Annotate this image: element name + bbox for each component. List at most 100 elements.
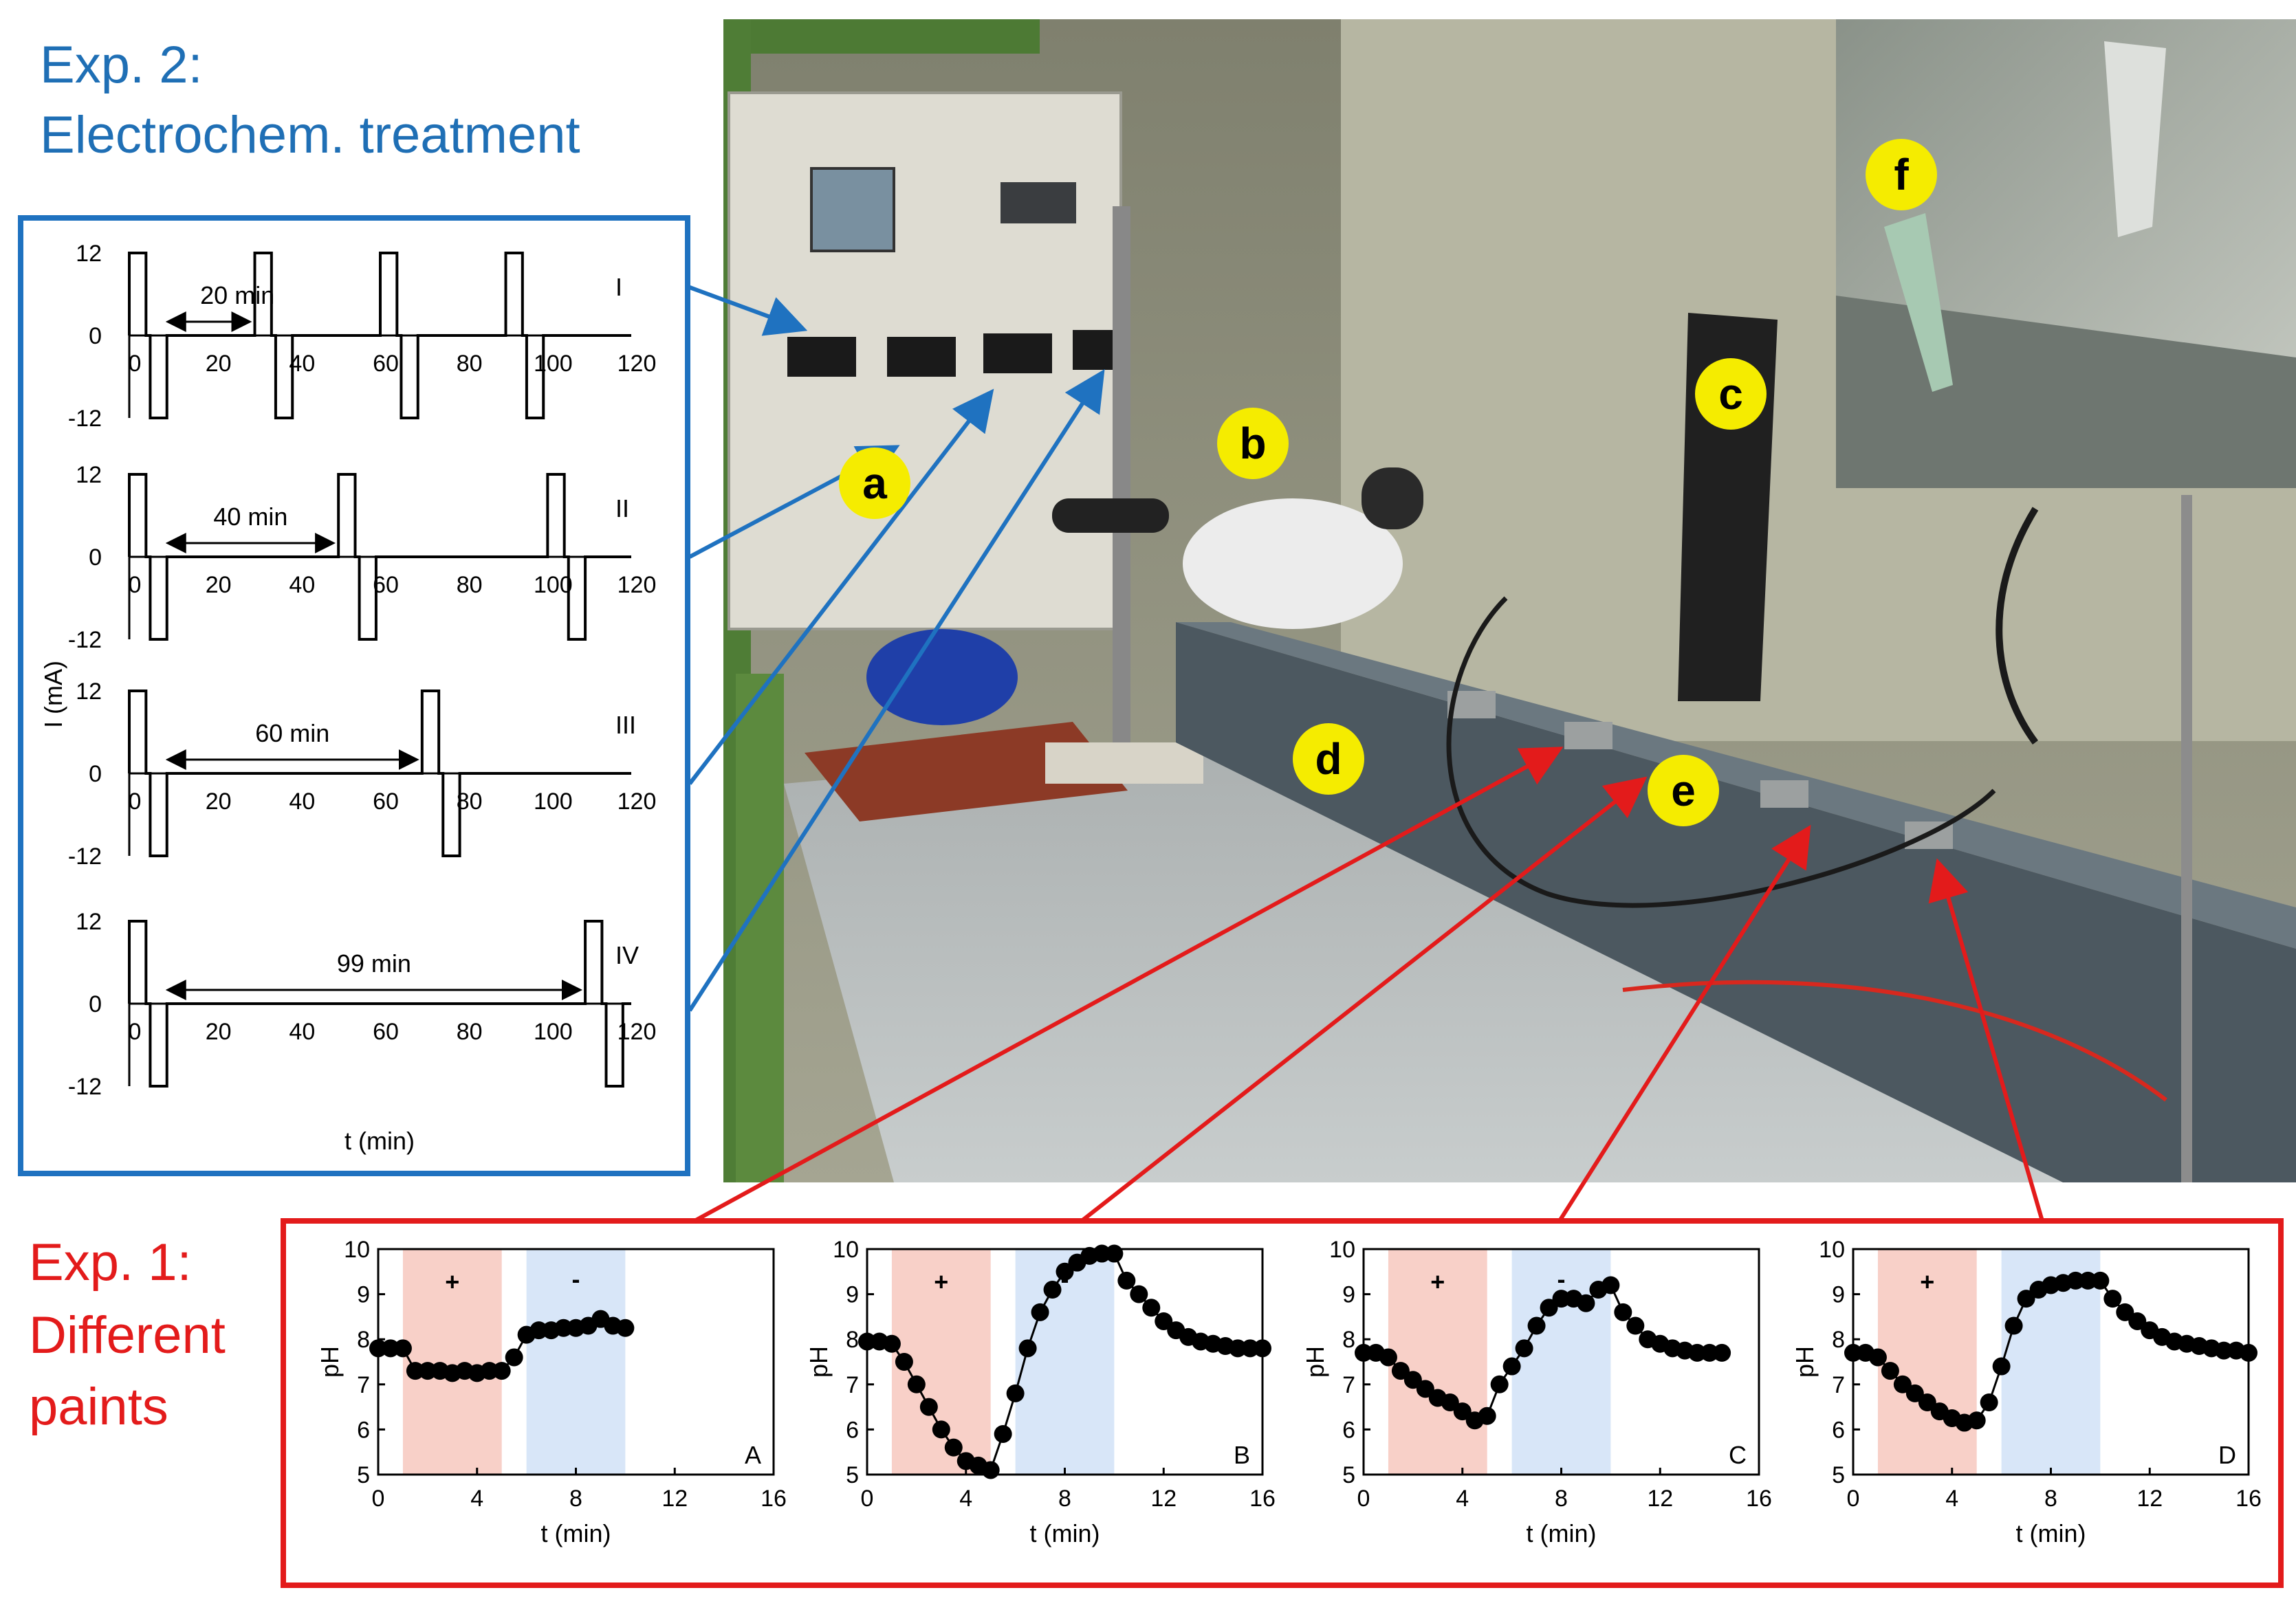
anodic-sign: +	[445, 1268, 459, 1296]
ph-data-point	[1967, 1411, 1986, 1430]
callout-label: c	[1718, 369, 1743, 419]
photo-meter-4	[1073, 330, 1114, 370]
ph-x-tick-label: 4	[959, 1486, 972, 1512]
ph-data-point	[1453, 1402, 1472, 1421]
ph-data-point	[1868, 1348, 1887, 1367]
callout-label: e	[1671, 766, 1696, 815]
ph-y-tick-label: 8	[1832, 1327, 1845, 1353]
callout-label: a	[862, 459, 887, 508]
callout-c: c	[1695, 358, 1767, 430]
ph-data-point	[2240, 1343, 2257, 1362]
ph-y-axis-label: pH	[316, 1346, 344, 1378]
photo-wire-red	[1622, 980, 2167, 1102]
ph-data-point	[1031, 1303, 1049, 1321]
ph-data-point	[381, 1339, 400, 1358]
current-x-tick-label: 40	[289, 1019, 315, 1045]
ph-data-point	[1490, 1375, 1509, 1393]
ph-data-point	[1601, 1276, 1620, 1294]
ph-x-axis-label: t (min)	[541, 1519, 611, 1547]
current-y-tick-label: -12	[68, 843, 102, 870]
ph-x-tick-label: 12	[662, 1486, 688, 1512]
interval-label: 20 min	[200, 281, 274, 309]
ph-panel-letter: B	[1234, 1441, 1250, 1469]
ph-y-tick-label: 10	[1819, 1237, 1845, 1263]
anodic-window	[1388, 1249, 1487, 1475]
current-x-tick-label: 0	[129, 351, 142, 377]
blue-arrow-IV	[688, 368, 1105, 1012]
ph-y-tick-label: 8	[357, 1327, 370, 1353]
panel-numeral: III	[615, 711, 636, 739]
panel-numeral: I	[615, 273, 622, 301]
current-waveform	[128, 252, 631, 419]
ph-y-tick-label: 9	[1832, 1282, 1845, 1308]
ph-data-point	[1577, 1294, 1595, 1312]
ph-y-tick-label: 9	[846, 1282, 859, 1308]
ph-data-point	[1117, 1271, 1136, 1290]
ph-data-point	[1155, 1312, 1173, 1330]
current-y-tick-label: 0	[89, 323, 102, 349]
ph-x-axis-label: t (min)	[1030, 1519, 1100, 1547]
ph-data-point	[1241, 1339, 1260, 1358]
blue-arrow-I	[688, 285, 808, 336]
current-x-tick-label: 20	[206, 351, 232, 377]
ph-data-point	[1478, 1407, 1496, 1425]
ph-y-tick-label: 7	[1342, 1372, 1355, 1398]
ph-data-point	[1355, 1343, 1373, 1362]
current-x-tick-label: 100	[534, 572, 573, 598]
ph-data-point	[1701, 1343, 1719, 1362]
lab-setup-photo	[723, 19, 2296, 1182]
ph-y-tick-label: 9	[357, 1282, 370, 1308]
current-y-tick-label: 0	[89, 761, 102, 787]
ph-panel-letter: D	[2218, 1441, 2236, 1469]
ph-data-point	[1992, 1357, 2011, 1376]
photo-tank	[1176, 622, 2296, 1182]
ph-x-tick-label: 0	[372, 1486, 385, 1512]
current-x-tick-label: 40	[289, 572, 315, 598]
photo-blue-bag	[866, 629, 1018, 725]
exp1-title-line3: paints	[29, 1378, 168, 1436]
exp2-frame	[18, 215, 690, 1176]
ph-data-point	[1688, 1343, 1707, 1362]
ph-x-tick-label: 0	[1847, 1486, 1860, 1512]
ph-data-point	[1229, 1339, 1247, 1358]
current-x-tick-label: 80	[457, 572, 483, 598]
anodic-sign: +	[1920, 1268, 1934, 1296]
ph-y-tick-label: 6	[846, 1417, 859, 1443]
ph-data-point	[1713, 1343, 1731, 1362]
current-waveform	[128, 920, 631, 1088]
ph-x-tick-label: 12	[1647, 1486, 1673, 1512]
anodic-window	[1877, 1249, 1977, 1475]
ph-data-point	[1130, 1285, 1148, 1303]
ph-data-point	[554, 1319, 573, 1337]
ph-y-tick-label: 7	[846, 1372, 859, 1398]
ph-data-point	[1416, 1380, 1434, 1398]
ph-data-point	[1441, 1393, 1459, 1412]
ph-data-point	[1881, 1362, 1899, 1380]
ph-data-point	[480, 1362, 499, 1380]
ph-data-point	[944, 1438, 963, 1457]
ph-x-tick-label: 8	[2044, 1486, 2057, 1512]
ph-y-axis-label: pH	[805, 1346, 833, 1378]
ph-x-tick-label: 16	[2235, 1486, 2262, 1512]
ph-data-point	[393, 1339, 412, 1358]
ph-data-point	[2103, 1290, 2122, 1308]
ph-data-point	[505, 1348, 523, 1367]
ph-data-point	[932, 1420, 950, 1439]
current-y-tick-label: -12	[68, 627, 102, 653]
photo-cabinet-display	[1001, 182, 1076, 223]
ph-x-tick-label: 8	[569, 1486, 582, 1512]
ph-y-tick-label: 6	[357, 1417, 370, 1443]
red-arrow-C	[1557, 824, 1811, 1222]
ph-data-point	[2004, 1316, 2023, 1335]
red-arrow-D	[1928, 858, 2044, 1222]
ph-y-tick-label: 10	[833, 1237, 859, 1263]
cathodic-window	[526, 1249, 626, 1475]
photo-stand-pole	[1113, 206, 1130, 742]
